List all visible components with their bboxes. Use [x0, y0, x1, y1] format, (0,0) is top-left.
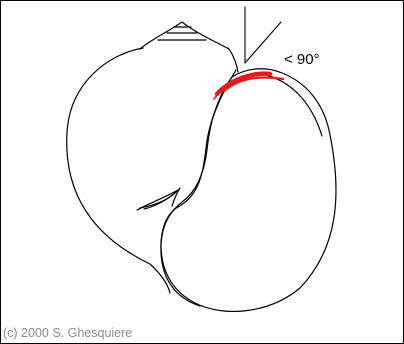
copyright-text: (c) 2000 S. Ghesquiere [3, 326, 133, 340]
shell-spire [139, 21, 230, 50]
shoulder-line [227, 47, 239, 73]
body-whorl-outline [66, 47, 171, 294]
outer-lip-edge [261, 73, 323, 137]
angle-ray-diagonal [244, 21, 282, 64]
inner-lip [160, 69, 237, 307]
lip-highlight [213, 71, 285, 100]
spire-outline [139, 21, 230, 50]
angle-label: < 90° [284, 51, 320, 68]
angle-indicator [244, 6, 282, 64]
umbilical-folds [136, 187, 181, 211]
aperture-outline [160, 68, 337, 313]
